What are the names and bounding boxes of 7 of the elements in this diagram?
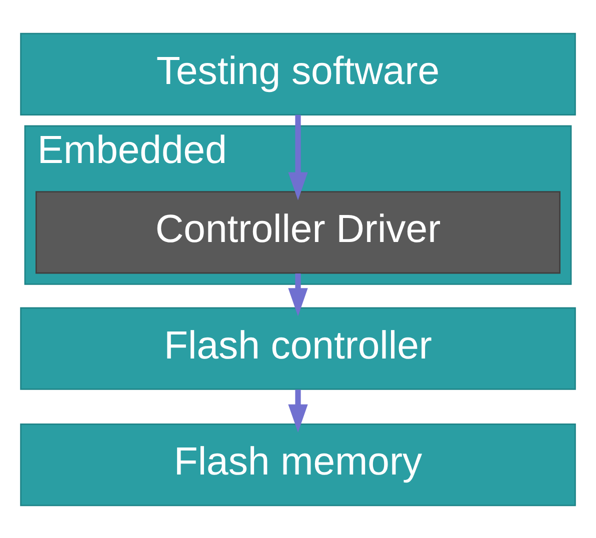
node-box: Flash controller — [20, 306, 576, 390]
node-box: Testing software — [20, 32, 576, 115]
arrow — [288, 272, 308, 316]
arrow — [288, 389, 308, 432]
node-box: Controller Driver — [36, 190, 560, 274]
arrow — [288, 114, 308, 200]
node-box: Flash memory — [20, 423, 576, 506]
